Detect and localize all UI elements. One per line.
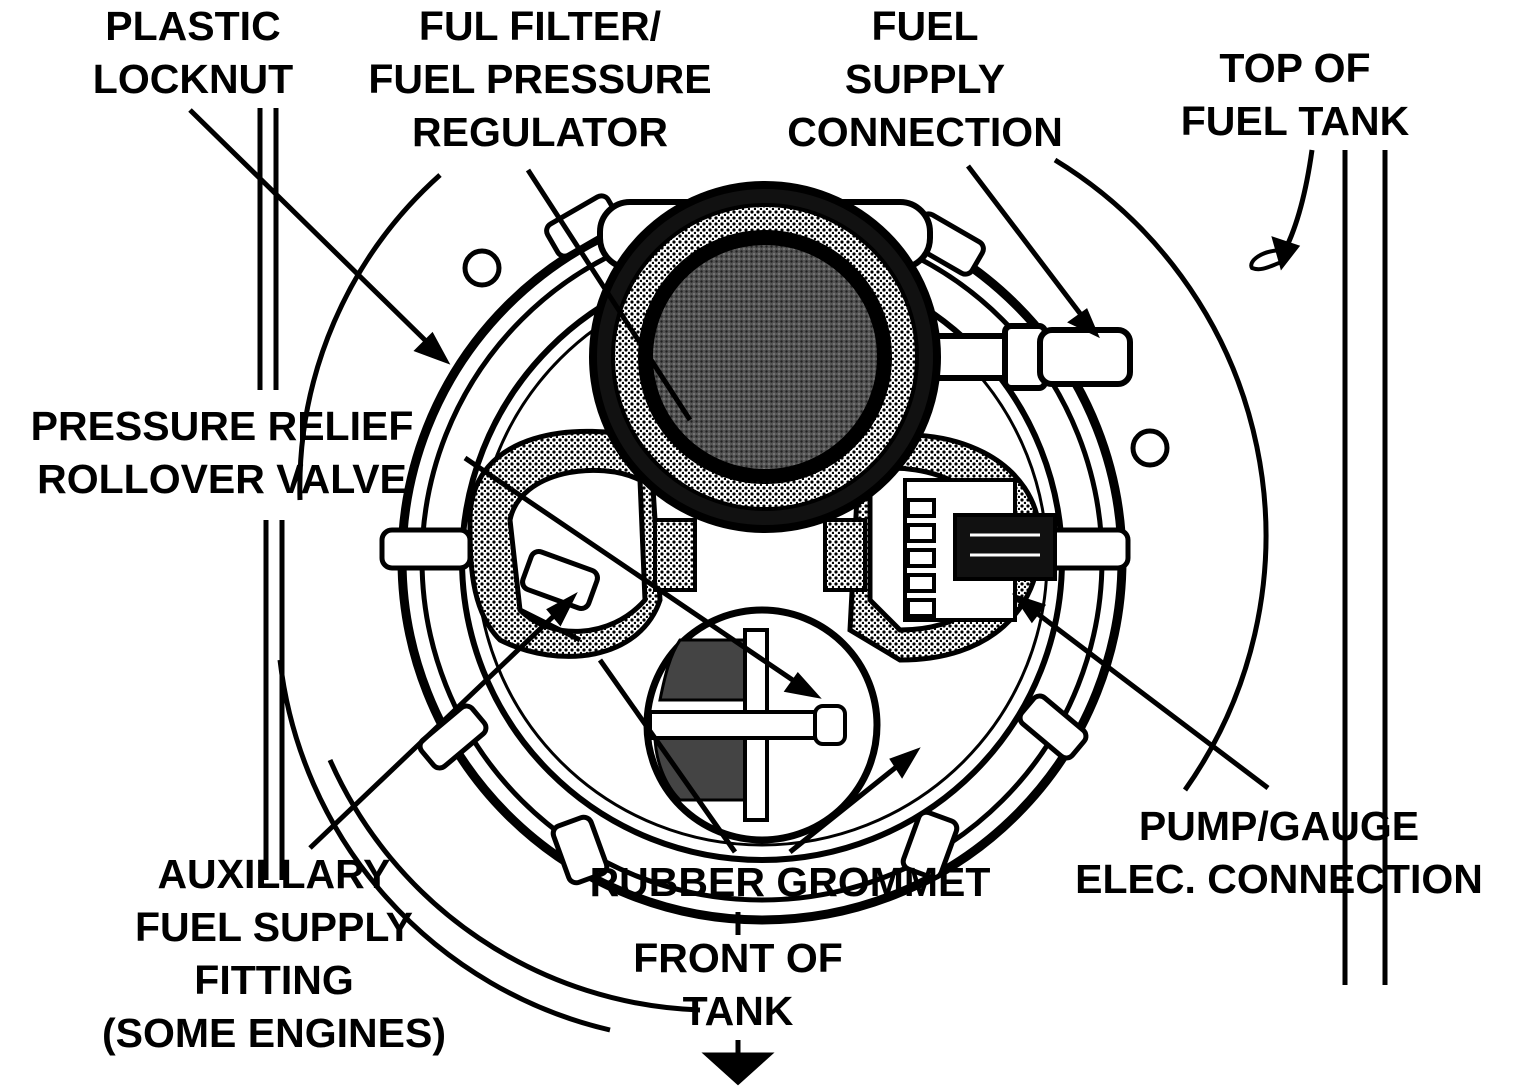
- auxiliary-fitting-part: [518, 548, 600, 643]
- rollover-valve-body: [643, 606, 881, 844]
- label-plastic-locknut: PLASTIC LOCKNUT: [92, 3, 294, 102]
- label-fuel-filter-regulator: FUL FILTER/ FUEL PRESSURE REGULATOR: [368, 3, 712, 155]
- pump-connector: [903, 478, 1057, 622]
- tank-edge-lines: [257, 108, 1388, 985]
- fuel-supply-fitting: [927, 323, 1133, 391]
- label-pump-gauge-connection: PUMP/GAUGE ELEC. CONNECTION: [1075, 803, 1483, 902]
- label-top-of-fuel-tank: TOP OF FUEL TANK: [1180, 45, 1410, 144]
- fuel-filter-body: [589, 181, 941, 592]
- outer-flange: [277, 157, 1269, 1033]
- leader-lines: [188, 108, 1315, 1086]
- label-rubber-grommet: RUBBER GROMMET: [589, 859, 991, 905]
- label-auxiliary-fuel-supply-fitting: AUXILLARY FUEL SUPPLY FITTING (SOME ENGI…: [102, 851, 446, 1056]
- label-pressure-relief-rollover-valve: PRESSURE RELIEF ROLLOVER VALVE: [30, 403, 414, 502]
- label-front-of-tank: FRONT OF TANK: [633, 935, 843, 1034]
- label-fuel-supply-connection: FUEL SUPPLY CONNECTION: [787, 3, 1063, 155]
